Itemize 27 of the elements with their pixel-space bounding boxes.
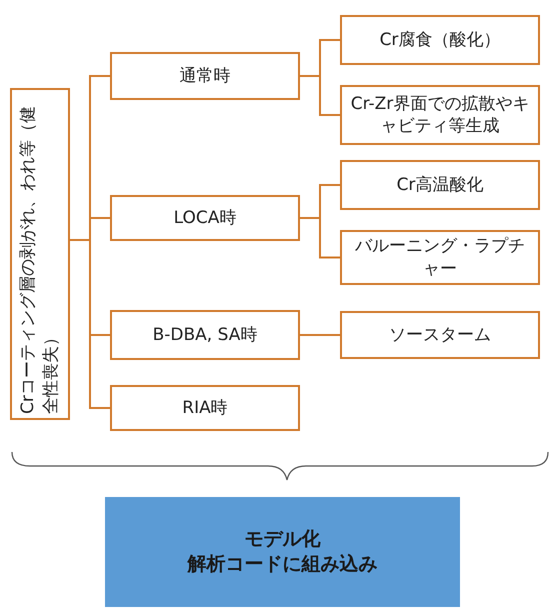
box-text: Cr腐食（酸化） (380, 28, 500, 52)
box-text: Cr-Zr界面での拡散やキャビティ等生成 (350, 92, 530, 138)
process-box (340, 311, 540, 359)
box-text: Crコーティング層の剥がれ、われ等（健全性喪失） (17, 105, 62, 414)
process-box (110, 310, 300, 360)
box-text: RIA時 (182, 396, 228, 420)
box-text: モデル化 (244, 527, 320, 552)
box-text: バルーニング・ラプチャー (354, 235, 526, 280)
box-text: 通常時 (180, 64, 230, 88)
process-box (340, 230, 540, 285)
process-box (340, 160, 540, 210)
box-text: ソースターム (389, 324, 491, 346)
process-box (110, 195, 300, 241)
connector (300, 217, 340, 258)
box-text: Cr高温酸化 (396, 174, 484, 196)
process-box (110, 385, 300, 431)
connector (300, 75, 340, 116)
process-box (340, 85, 540, 145)
box-text: B-DBA, SA時 (152, 324, 258, 346)
box-text: 解析コードに組み込み (188, 552, 378, 577)
process-box (110, 52, 300, 100)
process-box (340, 15, 540, 65)
box-text: LOCA時 (174, 206, 236, 230)
connector (70, 239, 110, 409)
vertical-label-box (10, 88, 70, 420)
connector (300, 334, 340, 336)
result-box (105, 497, 460, 607)
